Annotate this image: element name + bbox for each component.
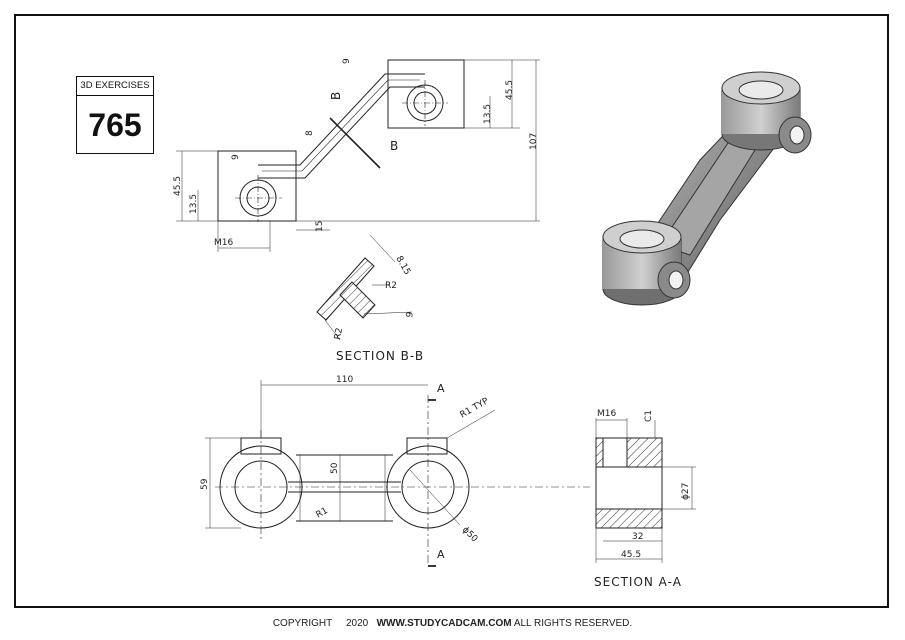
dim-13-5-left: 13.5 [189,194,199,214]
right-boss-outline [387,59,465,129]
arm-edge-2 [258,86,425,179]
section-bb-labels: 8.15 R2 R2 9 SECTION B-B [333,255,424,364]
cut-a-top: A [437,382,445,395]
dim-8: 8 [305,130,315,136]
exercise-badge: 3D EXERCISES 765 [76,76,154,154]
badge-label: 3D EXERCISES [77,77,153,96]
badge-number: 765 [88,107,142,143]
section-bb-title: SECTION B-B [336,349,424,363]
dim-r2-a: R2 [385,281,397,291]
copyright-year: 2020 [346,618,369,629]
right-top-lug [406,437,448,455]
dim-110: 110 [336,375,353,385]
dim-45-5-left: 45.5 [173,176,183,196]
top-view-labels: 9 45.5 13.5 107 8 9 45.5 13.5 M16 15 B B [173,58,539,248]
arm-rib [262,79,420,172]
copyright-footer: COPYRIGHT 2020 WWW.STUDYCADCAM.COM ALL R… [0,618,905,629]
dim-32: 32 [632,532,643,542]
drawing-sheet-border [14,14,889,608]
top-view [176,59,540,252]
cut-a-bottom: A [437,548,445,561]
section-aa-view [595,418,696,563]
dim-59: 59 [200,478,210,490]
rights-text: ALL RIGHTS RESERVED. [513,618,633,629]
left-boss-outline [217,150,297,222]
section-line-b [329,117,381,169]
dim-9-top: 9 [342,58,352,64]
dim-9-section: 9 [405,311,416,319]
dim-phi50: ϕ50 [460,525,480,545]
dim-9-left: 9 [231,154,241,160]
isometric-view [602,71,812,306]
dim-50: 50 [330,462,340,474]
section-mark-b-2: B [390,139,398,153]
dim-m16-section: M16 [597,409,616,419]
dim-107: 107 [529,133,539,150]
dim-phi27: ϕ27 [681,483,691,500]
section-aa-labels: M16 C1 ϕ27 32 45.5 SECTION A-A [594,409,691,589]
section-aa-title: SECTION A-A [594,575,682,589]
front-view [205,380,590,567]
section-bb-view [316,234,413,341]
copyright-label: COPYRIGHT [272,618,333,629]
website-link[interactable]: WWW.STUDYCADCAM.COM [376,618,512,629]
dim-45-5-right: 45.5 [505,80,515,100]
dim-r2-b: R2 [333,327,345,341]
dim-8-15: 8.15 [393,255,412,277]
dim-13-5-right: 13.5 [483,104,493,124]
dim-r1: R1 [315,506,330,521]
dim-c1: C1 [644,410,654,422]
dim-45-5-section: 45.5 [621,550,641,560]
dim-r1-typ: R1 TYP [459,396,492,421]
section-mark-b-1: B [329,92,343,100]
dim-15: 15 [315,221,325,232]
dim-m16-top: M16 [214,238,233,248]
arm-edge-1 [258,73,425,166]
